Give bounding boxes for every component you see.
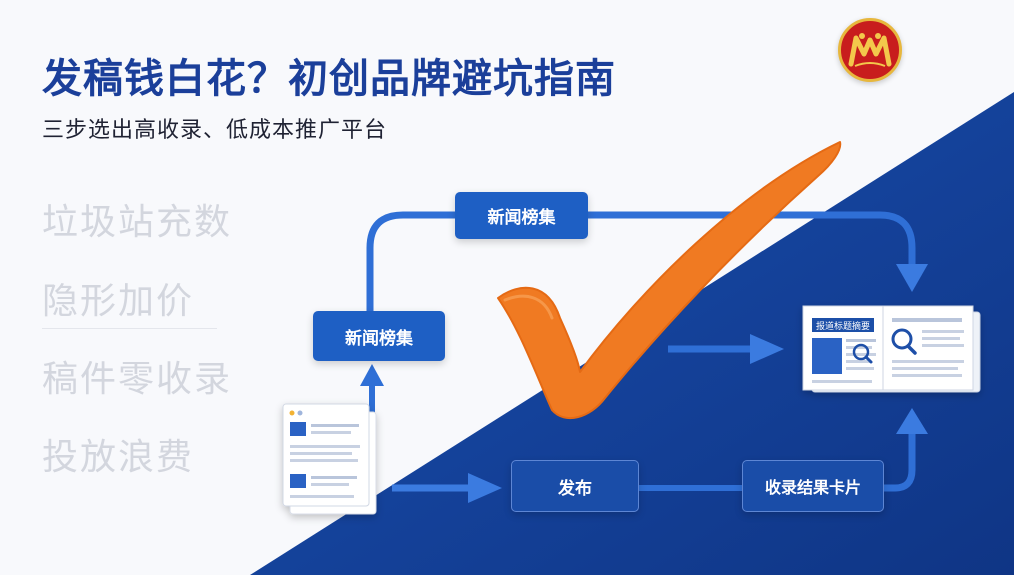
page-title: 发稿钱白花？初创品牌避坑指南 xyxy=(42,56,616,102)
page-subtitle: 三步选出高收录、低成本推广平台 xyxy=(42,118,388,143)
flow-box-result: 收录结果卡片 xyxy=(742,460,884,512)
pitfall-item: 稿件零收录 xyxy=(42,359,233,400)
flow-box-publish: 发布 xyxy=(511,460,639,512)
pitfall-item: 投放浪费 xyxy=(42,437,195,478)
pitfall-divider xyxy=(42,328,217,329)
flow-box-top: 新闻榜集 xyxy=(455,192,588,239)
logo-icon xyxy=(838,18,902,82)
flow-box-left: 新闻榜集 xyxy=(313,311,445,361)
pitfall-item: 垃圾站充数 xyxy=(42,202,233,243)
pitfall-item: 隐形加价 xyxy=(42,281,195,322)
